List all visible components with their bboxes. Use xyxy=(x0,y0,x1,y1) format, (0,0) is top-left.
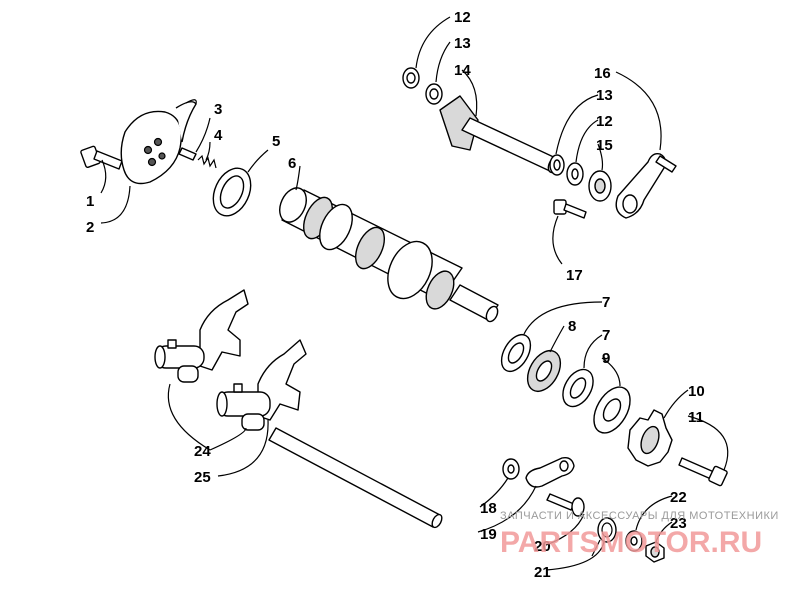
part-15-seal xyxy=(588,170,612,202)
part-18-washer xyxy=(502,458,520,480)
part-6-shift-drum xyxy=(279,187,499,323)
part-13-washer-upper xyxy=(425,83,443,105)
callout-14: 14 xyxy=(454,62,471,79)
callout-22: 22 xyxy=(670,489,687,506)
callout-8: 8 xyxy=(568,318,576,335)
callout-23: 23 xyxy=(670,515,687,532)
part-7-washer-upper xyxy=(500,333,532,373)
callout-12b: 12 xyxy=(596,113,613,130)
part-12-washer-lower xyxy=(566,162,584,186)
part-13-washer-lower xyxy=(549,154,565,176)
part-24-shift-fork-right xyxy=(216,339,307,431)
part-14-shift-shaft xyxy=(439,95,561,174)
part-17-bolt xyxy=(553,199,587,219)
watermark-tagline: ЗАПЧАСТИ И АКСЕССУАРЫ ДЛЯ МОТОТЕХНИКИ xyxy=(500,510,779,522)
part-12-washer-upper xyxy=(402,67,420,89)
callout-13b: 13 xyxy=(596,87,613,104)
callout-19: 19 xyxy=(480,526,497,543)
part-11-bolt xyxy=(678,457,728,487)
part-22-washer xyxy=(625,530,643,552)
part-3-pin xyxy=(178,147,197,161)
callout-18: 18 xyxy=(480,500,497,517)
watermark: ЗАПЧАСТИ И АКСЕССУАРЫ ДЛЯ МОТОТЕХНИКИ PA… xyxy=(500,510,779,559)
watermark-logo: PARTSMOTOR.RU xyxy=(500,526,762,559)
part-16-shift-lever xyxy=(615,152,677,219)
callout-4: 4 xyxy=(214,127,223,144)
callout-6: 6 xyxy=(288,155,296,172)
callout-25: 25 xyxy=(194,469,211,486)
part-25-fork-shaft xyxy=(268,427,443,529)
callout-20: 20 xyxy=(534,538,551,555)
callout-11: 11 xyxy=(688,409,704,426)
callout-12a: 12 xyxy=(454,9,471,26)
part-8-star-washer xyxy=(526,350,562,392)
part-5-seal xyxy=(212,167,252,217)
part-4-spring xyxy=(197,154,217,169)
callout-10: 10 xyxy=(688,383,705,400)
callout-16: 16 xyxy=(594,65,611,82)
part-20-bolt xyxy=(546,493,585,517)
callout-15: 15 xyxy=(596,137,613,154)
callout-3: 3 xyxy=(214,101,222,118)
part-21-spring xyxy=(591,517,617,557)
part-2-drum-cover xyxy=(120,99,197,185)
callout-21: 21 xyxy=(534,564,551,581)
callout-17: 17 xyxy=(566,267,583,284)
part-24-shift-fork-left xyxy=(154,289,249,383)
part-9-washer xyxy=(593,386,631,434)
part-7-washer-lower xyxy=(562,368,594,408)
part-1-bolt xyxy=(80,145,123,170)
callout-labels: 1 2 3 4 5 6 7 7 8 9 10 11 12 12 13 13 14… xyxy=(86,9,705,581)
callout-7b: 7 xyxy=(602,327,610,344)
callout-13a: 13 xyxy=(454,35,471,52)
part-10-gear xyxy=(627,409,673,467)
leader-lines xyxy=(100,16,729,571)
callout-9: 9 xyxy=(602,350,610,367)
callout-7a: 7 xyxy=(602,294,610,311)
callout-5: 5 xyxy=(272,133,280,150)
callout-24: 24 xyxy=(194,443,211,460)
callout-2: 2 xyxy=(86,219,94,236)
part-19-stopper-arm xyxy=(525,456,575,488)
callout-1: 1 xyxy=(86,193,94,210)
